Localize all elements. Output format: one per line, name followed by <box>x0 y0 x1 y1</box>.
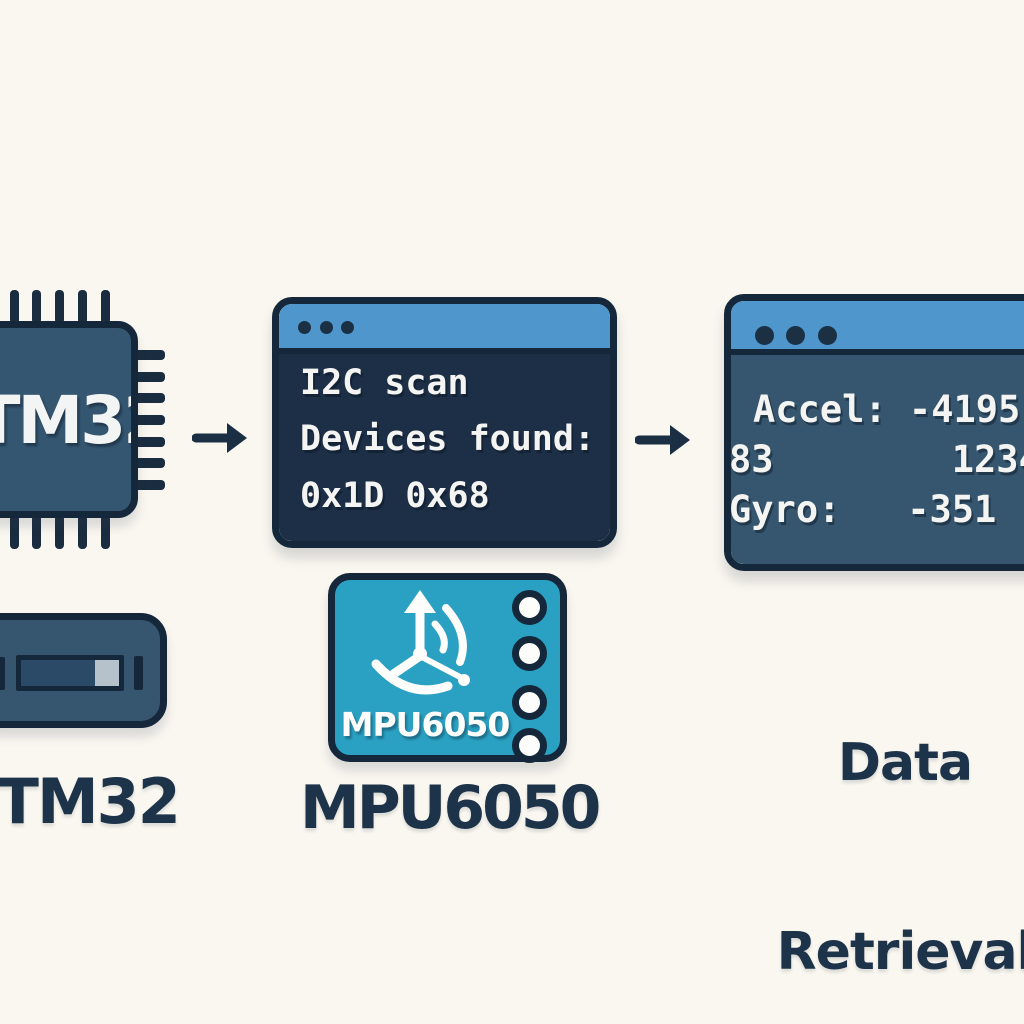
window-button[interactable] <box>298 321 311 334</box>
module-caption: MPU6050 <box>300 773 601 843</box>
chip-pin <box>130 415 165 425</box>
chip-pin <box>130 458 165 468</box>
board-pin-bar <box>134 656 143 690</box>
window-button[interactable] <box>341 321 354 334</box>
right-arrow-icon <box>635 425 690 455</box>
terminal-text-line: 83 1234 <box>729 438 1024 481</box>
board-slot-switch <box>95 660 119 686</box>
chip-label: STM32 <box>0 382 131 459</box>
board-connector <box>0 657 5 690</box>
chip-pin <box>78 515 87 549</box>
diagram-title: Data Retrieval Using HAL <box>740 606 1024 1024</box>
terminal-text-line: Accel: -4195 <box>753 388 1021 431</box>
chip-pin <box>130 372 165 382</box>
terminal-text-line: I2C scan <box>300 363 469 403</box>
terminal-titlebar <box>731 301 1024 355</box>
gyroscope-icon <box>371 590 470 695</box>
chip-pin <box>130 437 165 447</box>
window-button[interactable] <box>320 321 333 334</box>
terminal-text-line: Gyro: -351 <box>729 488 997 531</box>
diagram-title-line: Retrieval <box>776 922 1024 982</box>
stm32-board <box>0 613 167 728</box>
module-pin-hole <box>512 728 547 763</box>
window-button[interactable] <box>818 326 837 345</box>
i2c-scan-terminal-window <box>272 297 617 548</box>
mpu6050-module: MPU6050 <box>328 573 567 763</box>
chip-pin <box>55 290 64 324</box>
chip-pin <box>32 290 41 324</box>
terminal-screen <box>731 355 1024 564</box>
module-pin-hole <box>512 590 547 625</box>
board-slot-inner <box>21 660 95 686</box>
chip-pin <box>32 515 41 549</box>
sensor-data-terminal-window <box>724 294 1024 571</box>
module-pin-hole <box>512 636 547 671</box>
terminal-text-line: Devices found: <box>300 419 596 459</box>
chip-pin <box>130 393 165 403</box>
board-caption: STM32 <box>0 765 181 838</box>
chip-pin <box>10 290 19 324</box>
terminal-titlebar <box>279 304 610 354</box>
board-slot <box>16 655 124 691</box>
chip-pin <box>130 350 165 360</box>
terminal-text-line: 0x1D 0x68 <box>300 476 490 516</box>
chip-pin <box>10 515 19 549</box>
chip-pin <box>55 515 64 549</box>
terminal-screen <box>279 354 610 541</box>
module-silkscreen-label: MPU6050 <box>340 705 511 744</box>
chip-package: STM32 <box>0 321 138 518</box>
diagram-title-line: Data <box>837 733 973 793</box>
chip-pin <box>130 480 165 490</box>
window-button[interactable] <box>786 326 805 345</box>
chip-pin <box>101 290 110 324</box>
chip-pin <box>101 515 110 549</box>
chip-pin <box>78 290 87 324</box>
window-button[interactable] <box>755 326 774 345</box>
right-arrow-icon <box>192 423 247 453</box>
module-pin-hole <box>512 685 547 720</box>
